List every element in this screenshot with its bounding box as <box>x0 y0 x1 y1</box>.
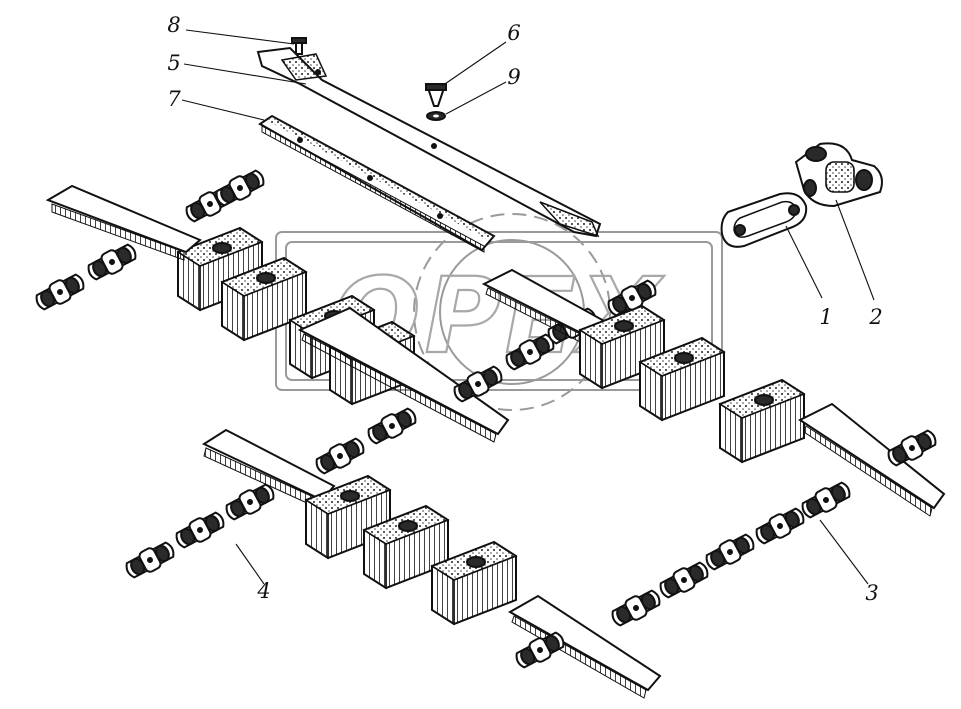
callout-5: 5 <box>167 51 180 75</box>
link-part-1 <box>720 192 808 248</box>
scraper-flight <box>45 184 202 254</box>
right-chain-strand <box>481 268 946 631</box>
callout-6: 6 <box>507 21 520 45</box>
lower-chain-strand <box>121 403 662 699</box>
callout-labels: 8 5 7 6 9 1 2 3 4 <box>167 13 882 605</box>
washer-part-9 <box>426 111 446 121</box>
plate-part-7 <box>258 114 496 253</box>
roller-assembly-part-2 <box>794 142 883 208</box>
strip-part-5 <box>256 46 602 238</box>
callout-2: 2 <box>868 305 882 329</box>
bolt-part-6 <box>425 83 447 107</box>
callout-4: 4 <box>256 579 270 603</box>
callout-1: 1 <box>819 305 832 329</box>
callout-3: 3 <box>865 581 878 605</box>
leader-lines <box>181 29 875 585</box>
upper-chain-strand <box>31 165 661 443</box>
callout-9: 9 <box>507 65 520 89</box>
callout-7: 7 <box>167 87 181 111</box>
bolt-part-8 <box>291 37 307 55</box>
callout-8: 8 <box>167 13 180 37</box>
